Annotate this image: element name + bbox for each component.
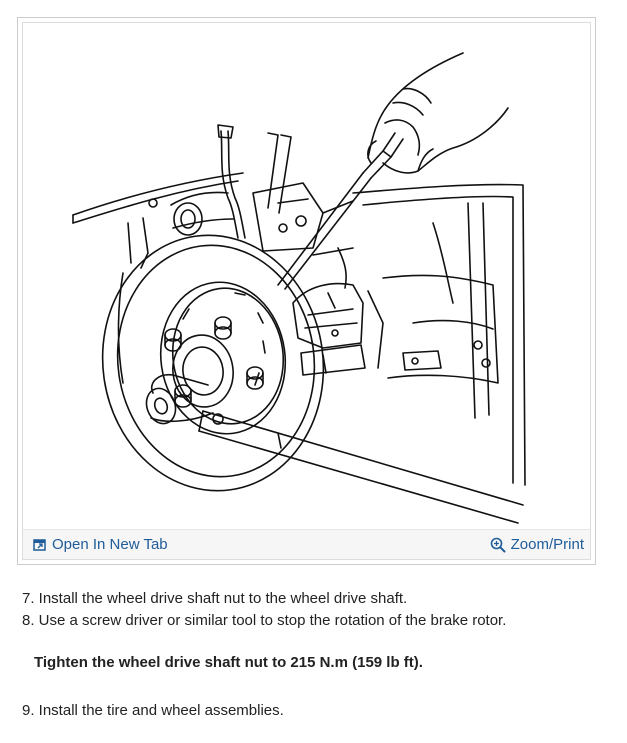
- step-8: 8. Use a screw driver or similar tool to…: [22, 612, 507, 629]
- open-in-new-tab-link[interactable]: Open In New Tab: [33, 536, 168, 553]
- figure-container: Open In New Tab Zoom/Print: [22, 22, 591, 560]
- step-9: 9. Install the tire and wheel assemblies…: [22, 702, 284, 719]
- figure-frame: Open In New Tab Zoom/Print: [17, 17, 596, 565]
- instruction-steps: 7. Install the wheel drive shaft nut to …: [22, 588, 617, 722]
- figure-toolbar: Open In New Tab Zoom/Print: [23, 529, 590, 559]
- open-in-new-tab-label: Open In New Tab: [52, 536, 168, 553]
- brake-rotor-illustration: [72, 52, 526, 524]
- torque-note: Tighten the wheel drive shaft nut to 215…: [34, 654, 423, 671]
- zoom-print-label: Zoom/Print: [510, 536, 584, 553]
- step-7: 7. Install the wheel drive shaft nut to …: [22, 590, 408, 607]
- magnifier-plus-icon: [490, 537, 506, 552]
- zoom-print-link[interactable]: Zoom/Print: [490, 536, 584, 553]
- open-new-tab-icon: [33, 538, 46, 551]
